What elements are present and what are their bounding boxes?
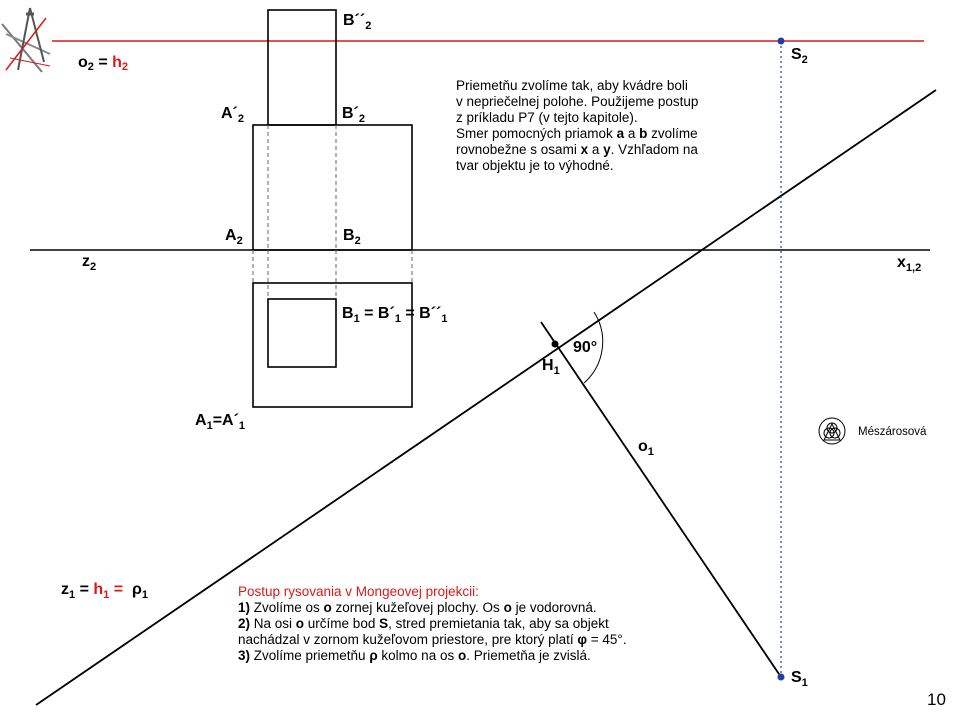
label-z2: z2 (82, 253, 96, 273)
label-a1: A1=A´1 (195, 412, 245, 432)
note-bottom: Postup rysovania v Mongeovej projekcii: … (238, 584, 627, 664)
label-b1: B1 = B´1 = B´´1 (342, 305, 448, 325)
axis-o1 (540, 321, 782, 678)
line-z1-h1-rho1 (35, 89, 937, 706)
page-number: 10 (927, 690, 946, 709)
note-bottom-step-2: 2) Na osi o určíme bod S, stred premieta… (238, 616, 609, 631)
right-angle-arc (583, 311, 604, 384)
label-b2: B2 (343, 227, 361, 247)
label-s1: S1 (791, 669, 808, 689)
note-top-line: z príkladu P7 (v tejto kapitole). (456, 110, 638, 125)
label-o2-h2: o2 = h2 (78, 54, 128, 73)
note-top-line: Smer pomocných priamok a a b zvolíme (456, 126, 698, 141)
label-o1: o1 (638, 438, 654, 458)
note-bottom-step-2-cont: nachádzal v zornom kužeľovom priestore, … (238, 632, 627, 647)
label-angle: 90° (573, 339, 597, 356)
note-bottom-step-3: 3) Zvolíme priemetňu ρ kolmo na os o. Pr… (238, 648, 591, 663)
label-z1-h1-rho1: z1 = h1 = ρ1 (61, 581, 148, 601)
label-s2: S2 (791, 46, 808, 66)
note-top-line: tvar objektu je to výhodné. (456, 158, 614, 173)
point-s1 (777, 673, 785, 681)
compass-drafting-icon (1, 7, 51, 73)
note-bottom-step-1: 1) Zvolíme os o zornej kužeľovej plochy.… (238, 600, 597, 615)
note-top-line: rovnobežne s osami x a y. Vzhľadom na (456, 142, 698, 157)
point-s2 (777, 37, 785, 45)
label-a2p: A´2 (221, 105, 244, 125)
note-top-line: Priemetňu zvolíme tak, aby kvádre boli (456, 78, 688, 93)
triquetra-icon (818, 417, 846, 445)
label-x12: x1,2 (897, 254, 921, 274)
point-h1 (551, 340, 559, 348)
big-box-top (252, 282, 413, 408)
label-a2: A2 (225, 227, 243, 247)
label-b2p: B´2 (342, 105, 365, 125)
label-b2pp: B´´2 (343, 12, 371, 32)
note-top-line: v nepriečelnej polohe. Použijeme postup (456, 94, 699, 109)
note-bottom-title: Postup rysovania v Mongeovej projekcii: (238, 584, 479, 599)
author-signature: Mészárosová (858, 426, 927, 438)
big-box-front (252, 124, 413, 251)
note-top: Priemetňu zvolíme tak, aby kvádre boli v… (456, 78, 698, 174)
small-box-front (267, 9, 337, 126)
small-box-top (267, 298, 337, 368)
label-h1: H1 (542, 357, 560, 377)
